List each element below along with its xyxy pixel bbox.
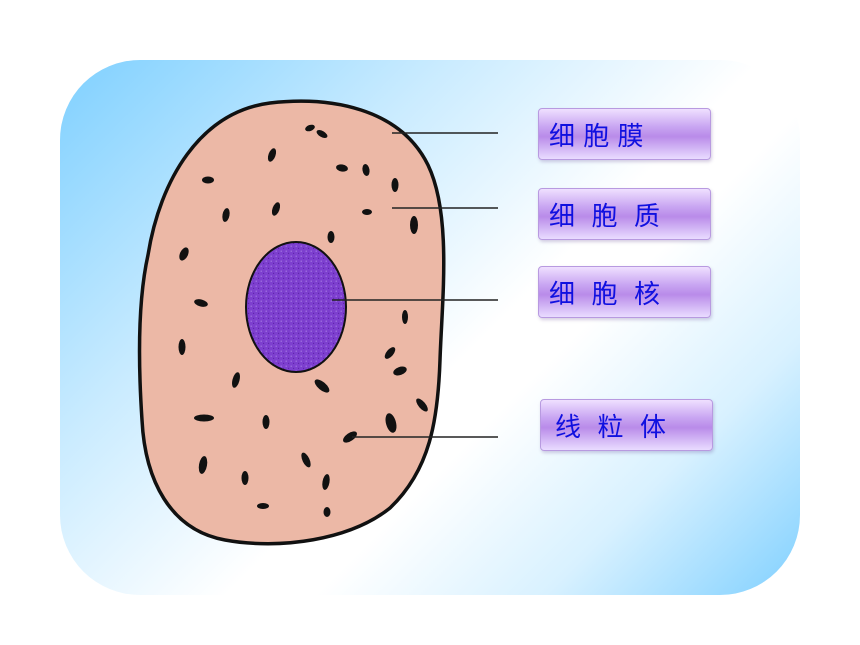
mitochondrion — [323, 507, 331, 517]
mitochondrion — [271, 202, 281, 216]
mitochondrion — [362, 164, 370, 176]
mitochondrion — [322, 474, 330, 490]
mitochondrion — [178, 339, 186, 355]
mitochondrion — [336, 164, 348, 172]
label-cell-membrane-text: 细 胞 膜 — [549, 121, 644, 152]
mitochondrion — [179, 247, 189, 261]
label-cell-membrane: 细 胞 膜 — [538, 108, 711, 160]
mitochondrion — [314, 379, 330, 393]
mitochondria-group — [178, 124, 428, 517]
label-cytoplasm-text: 细 胞 质 — [549, 201, 661, 232]
label-nucleus: 细 胞 核 — [538, 266, 711, 318]
mitochondrion — [232, 372, 240, 388]
label-mitochondria-text: 线 粒 体 — [555, 412, 667, 443]
mitochondrion — [267, 148, 277, 162]
mitochondrion — [362, 209, 372, 215]
leader-lines — [332, 132, 498, 438]
mitochondrion — [305, 124, 315, 132]
mitochondrion — [194, 299, 208, 307]
nucleus — [245, 241, 347, 373]
mitochondrion — [391, 178, 399, 192]
mitochondrion — [194, 414, 214, 422]
mitochondrion — [327, 231, 335, 243]
mitochondrion — [384, 347, 396, 359]
mitochondrion — [241, 471, 249, 485]
mitochondrion — [198, 456, 208, 474]
label-cytoplasm: 细 胞 质 — [538, 188, 711, 240]
mitochondrion — [316, 130, 328, 138]
mitochondrion — [343, 431, 357, 443]
label-mitochondria: 线 粒 体 — [540, 399, 713, 451]
mitochondrion — [410, 216, 418, 234]
mitochondrion — [402, 310, 408, 324]
mitochondrion — [301, 452, 311, 468]
mitochondrion — [393, 366, 407, 376]
mitochondrion — [385, 413, 397, 433]
mitochondrion — [222, 208, 230, 222]
mitochondrion — [416, 398, 428, 412]
mitochondrion — [262, 415, 270, 429]
label-nucleus-text: 细 胞 核 — [549, 279, 661, 310]
mitochondrion — [257, 503, 269, 509]
mitochondrion — [202, 176, 214, 184]
